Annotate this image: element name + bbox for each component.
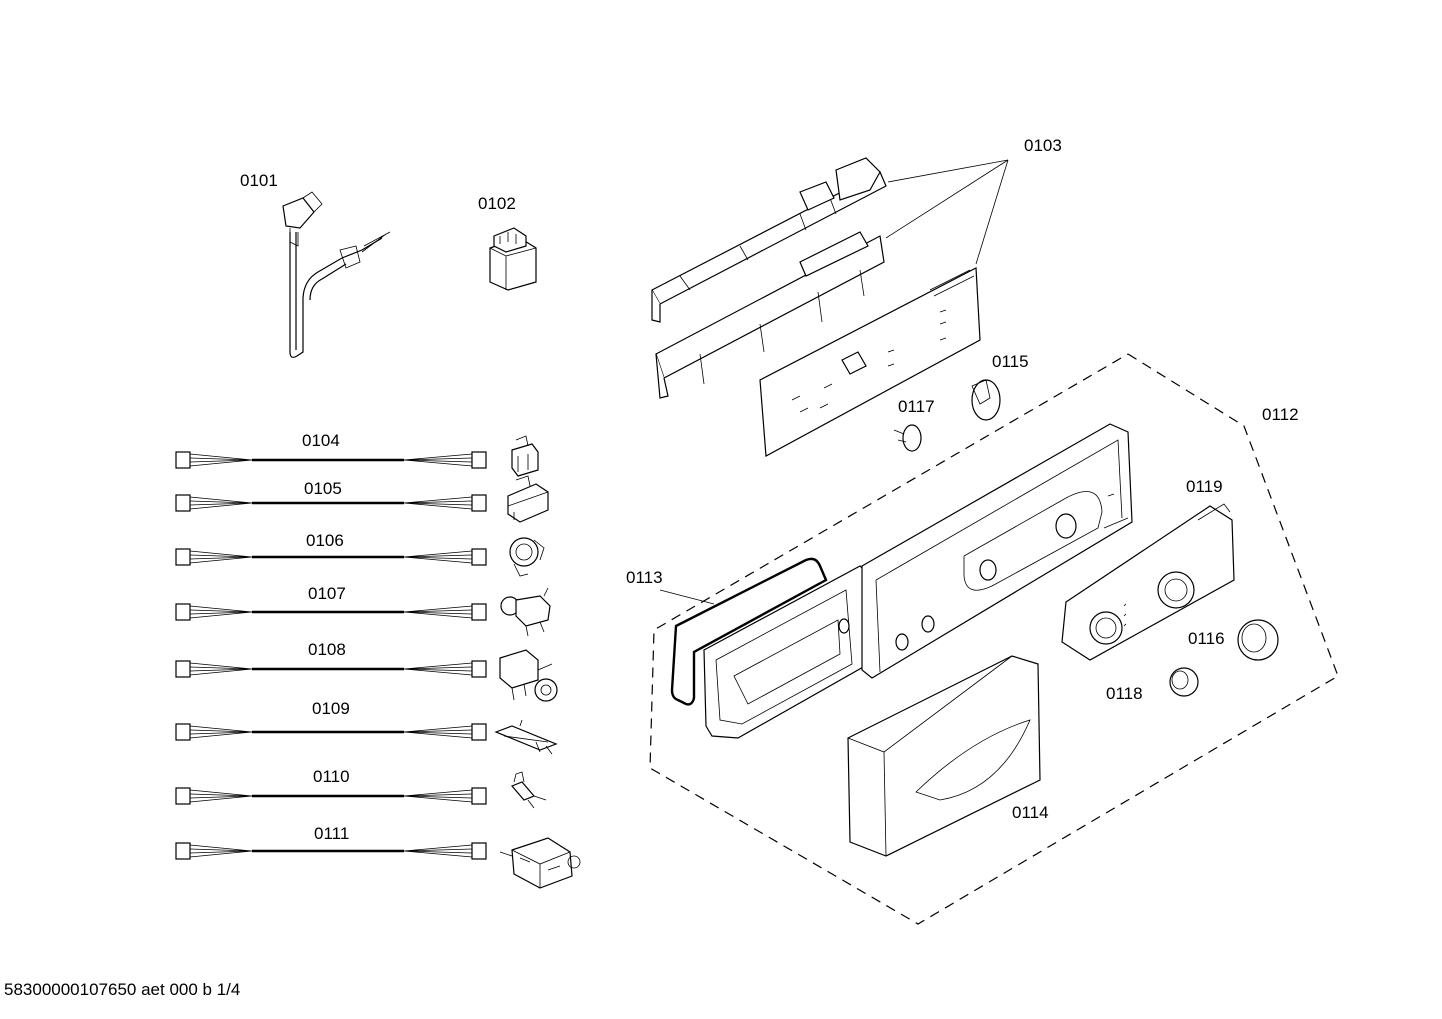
- label-0114: 0114: [1012, 803, 1049, 822]
- harness-0106: [175, 548, 487, 566]
- assembly-boundary: [649, 353, 1339, 925]
- drawer-front-part: [847, 655, 1041, 857]
- drawing-number: 58300000107650 aet 000 b 1/4: [4, 980, 241, 999]
- gasket-part: [659, 557, 873, 739]
- door-lock-component: [511, 435, 539, 477]
- label-0112: 0112: [1262, 405, 1299, 424]
- label-0105: 0105: [304, 479, 342, 498]
- pressure-switch-component: [509, 537, 545, 577]
- label-0108: 0108: [308, 640, 346, 659]
- control-module-part: [651, 157, 1009, 457]
- harness-0105: [175, 494, 487, 512]
- selector-disc-part: [971, 379, 1001, 421]
- knob-shaft-part: [893, 424, 922, 452]
- label-0113: 0113: [626, 568, 663, 587]
- heater-component: [494, 719, 558, 755]
- knob-large-part: [1237, 619, 1279, 661]
- harness-0107: [175, 603, 487, 621]
- label-0104: 0104: [302, 431, 340, 450]
- power-cord-part: [282, 191, 391, 358]
- inlet-valve-component: [500, 587, 551, 637]
- knob-small-part: [1169, 667, 1199, 697]
- harness-0109: [175, 723, 487, 741]
- filter-part: [489, 227, 537, 291]
- door-switch-component: [507, 475, 549, 523]
- wire-harness-group: [175, 451, 487, 860]
- label-0103: 0103: [1024, 136, 1062, 155]
- harness-0111: [175, 842, 487, 860]
- harness-0110: [175, 787, 487, 805]
- ntc-sensor-component: [510, 771, 547, 809]
- label-0119: 0119: [1186, 477, 1223, 496]
- label-0115: 0115: [992, 352, 1029, 371]
- harness-0104: [175, 451, 487, 469]
- label-0117: 0117: [898, 397, 935, 416]
- label-0102: 0102: [478, 194, 516, 213]
- motor-component: [499, 837, 581, 889]
- label-0116: 0116: [1188, 629, 1225, 648]
- component-icons: [494, 435, 581, 889]
- drain-pump-component: [499, 649, 558, 702]
- harness-0108: [175, 660, 487, 678]
- label-0106: 0106: [306, 531, 344, 550]
- label-0111: 0111: [314, 824, 349, 843]
- knob-panel-part: [1061, 503, 1235, 661]
- label-0109: 0109: [312, 699, 350, 718]
- label-0110: 0110: [313, 767, 350, 786]
- label-0118: 0118: [1106, 684, 1143, 703]
- control-panel-part: [838, 423, 1133, 679]
- label-0107: 0107: [308, 584, 346, 603]
- label-0101: 0101: [240, 171, 278, 190]
